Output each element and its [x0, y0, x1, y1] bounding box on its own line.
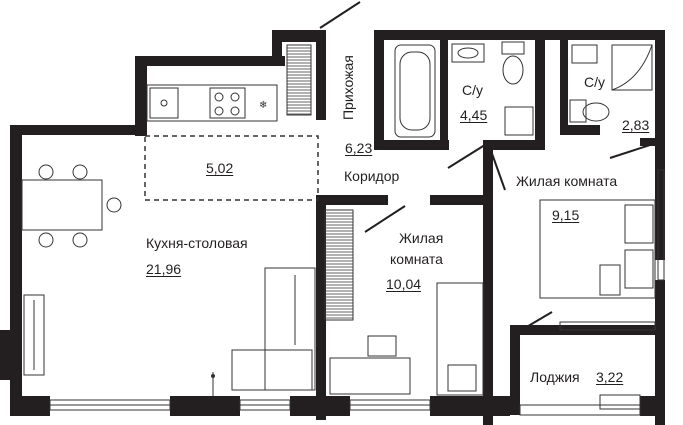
tv-stand-icon [23, 294, 45, 376]
bath2-area: 2,83 [622, 117, 650, 133]
stove-icon [209, 87, 246, 119]
shower-icon [611, 44, 653, 91]
toilet-icon [501, 41, 525, 85]
hall-area: 6,23 [345, 140, 373, 156]
wardrobe-icon [286, 44, 312, 116]
windows [49, 169, 665, 416]
bed-icon [539, 199, 656, 299]
washbasin-icon [569, 44, 610, 123]
desk-icon [329, 282, 484, 396]
bathtub-icon [394, 44, 436, 138]
kitchen-counter [146, 84, 278, 122]
bedroom-big-area: 9,15 [552, 207, 580, 223]
washer-icon [504, 106, 534, 136]
bath1-name: С/у [462, 82, 483, 98]
loggia-name: Лоджия [530, 369, 580, 385]
walls [0, 30, 665, 425]
bedroom-big-name: Жилая комната [516, 173, 618, 189]
kitchen-area: 21,96 [146, 261, 182, 277]
kitchen-zone-outline [144, 135, 319, 201]
door-lines [319, 1, 651, 336]
bedroom-small-name-2: комната [390, 251, 443, 267]
bedroom-small-area: 10,04 [386, 276, 422, 292]
wardrobe-icon [324, 209, 354, 321]
corridor-name: Коридор [344, 168, 400, 184]
kitchen-zone-area: 5,02 [206, 160, 234, 176]
dining-table-icon [21, 164, 122, 248]
loggia-furniture [559, 321, 656, 410]
loggia-area: 3,22 [596, 369, 624, 385]
kitchen-name: Кухня-столовая [146, 235, 248, 251]
bedroom-small-name-1: Жилая [399, 230, 444, 246]
bath2-name: С/у [584, 74, 605, 90]
bath1-area: 4,45 [460, 107, 488, 123]
sofa-icon [231, 267, 316, 391]
sink-icon: ❄ [259, 100, 267, 111]
hall-name: Прихожая [340, 55, 356, 120]
washbasin-icon [451, 43, 485, 63]
